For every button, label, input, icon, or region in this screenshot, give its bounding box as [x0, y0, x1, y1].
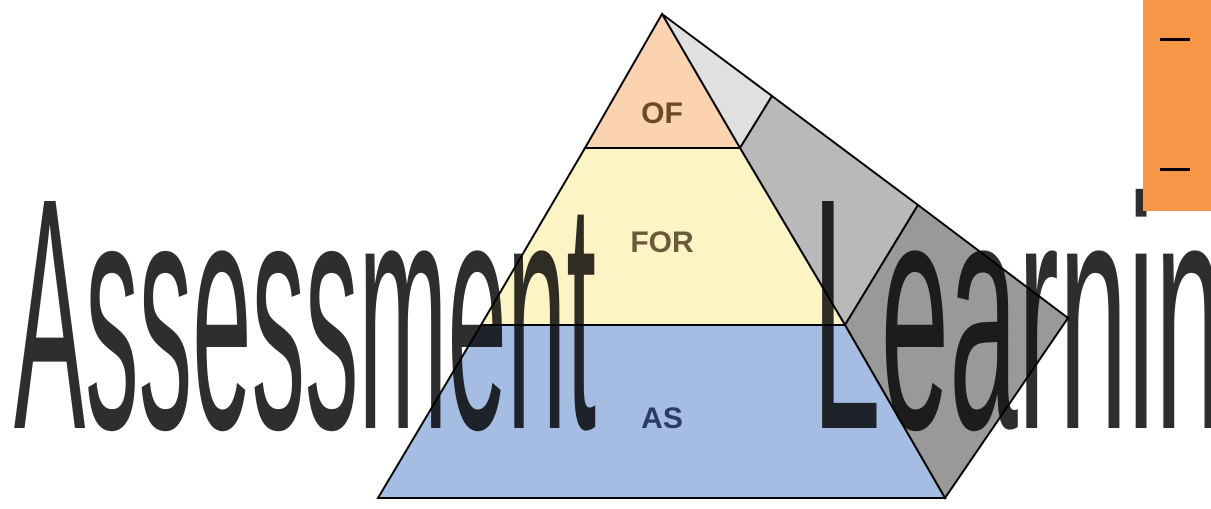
headline-word-assessment: Assessment [14, 129, 596, 498]
level-label-as: AS [641, 402, 683, 435]
level-label-of: OF [641, 97, 683, 130]
accent-box [1143, 0, 1211, 211]
dash-mark-top [1160, 38, 1190, 41]
dash-mark-bottom [1160, 168, 1190, 171]
level-label-for: FOR [630, 226, 694, 259]
